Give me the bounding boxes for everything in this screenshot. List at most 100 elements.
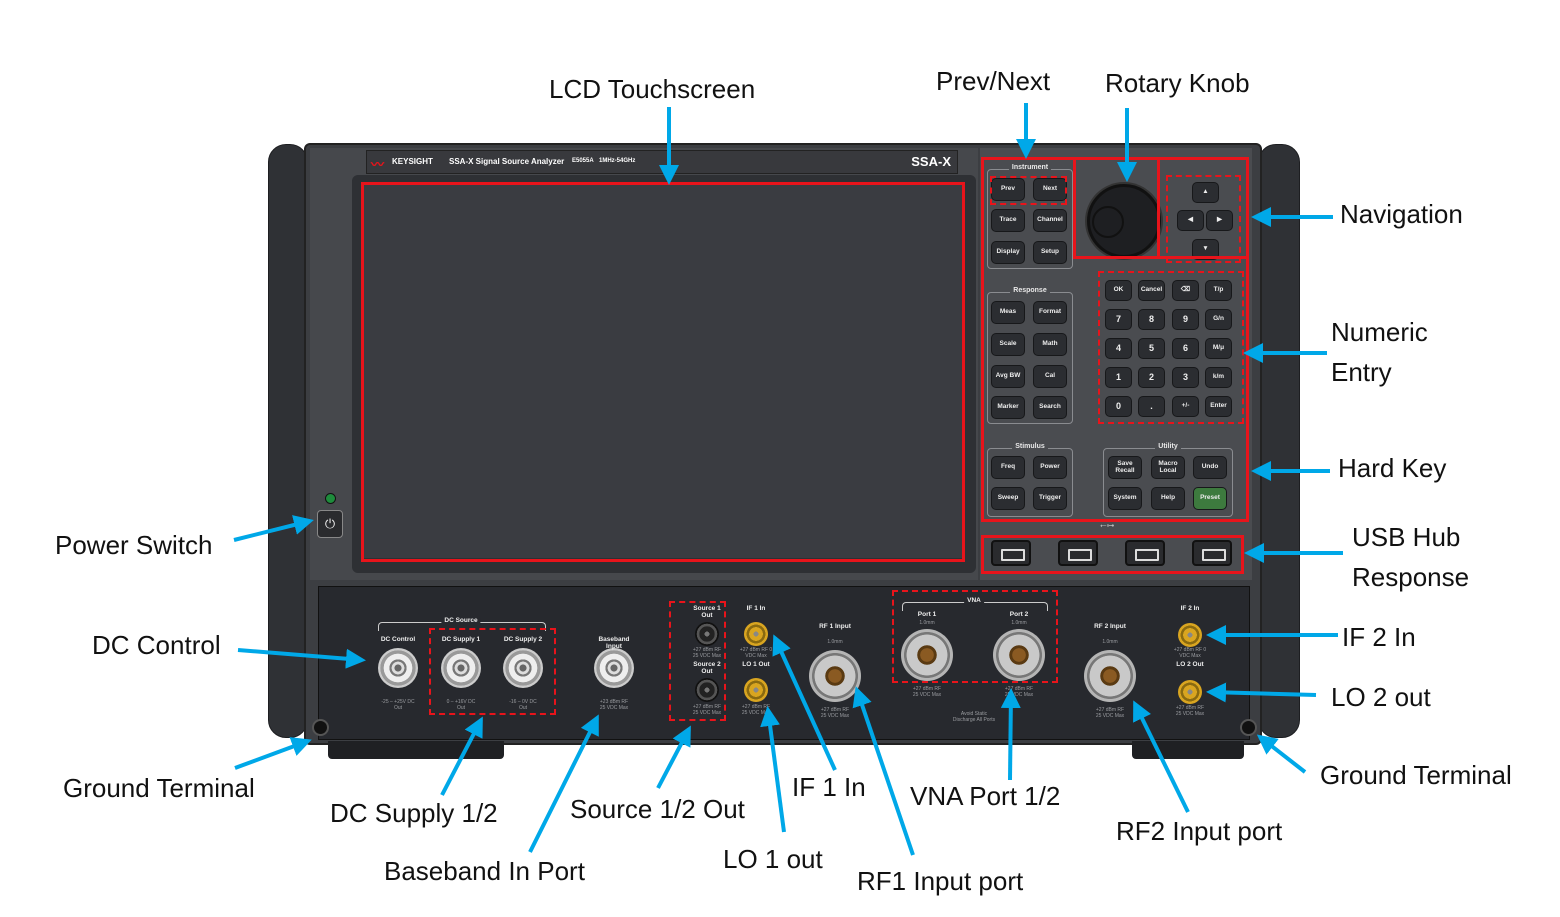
lo2-connector[interactable] [1178, 680, 1202, 704]
numeric-key[interactable]: Enter [1205, 396, 1232, 417]
lo2-label: LO 2 Out [1176, 661, 1204, 668]
arrow-power [233, 515, 314, 542]
arrow-rf1 [852, 686, 915, 856]
instrument-group-title: Instrument [1008, 164, 1052, 171]
freq-key[interactable]: Freq [991, 456, 1025, 479]
numeric-key[interactable]: OK [1105, 280, 1132, 301]
arrow-dc-control [237, 648, 366, 669]
power-led [325, 493, 336, 504]
dc-control-spec: -25 – +25V DC Out [381, 699, 415, 711]
search-key[interactable]: Search [1033, 396, 1067, 419]
rf1-connector[interactable] [809, 650, 861, 702]
source2-connector[interactable] [695, 678, 719, 702]
rf1-connector-type: 1.0mm [827, 639, 843, 645]
numeric-key[interactable]: 0 [1105, 396, 1132, 417]
numeric-key[interactable]: 5 [1138, 338, 1165, 359]
undo-key[interactable]: Undo [1193, 456, 1227, 479]
source1-label: Source 1 Out [693, 605, 721, 619]
ground-terminal-left[interactable] [312, 719, 329, 736]
callout-hard-key: Hard Key [1338, 453, 1447, 483]
vna-highlight [892, 590, 1058, 683]
numeric-key[interactable]: 2 [1138, 367, 1165, 388]
power-key[interactable]: Power [1033, 456, 1067, 479]
callout-rf1: RF1 Input port [857, 866, 1024, 896]
system-key[interactable]: System [1108, 487, 1142, 510]
baseband-connector[interactable] [594, 648, 634, 688]
cal-key[interactable]: Cal [1033, 365, 1067, 388]
trigger-key[interactable]: Trigger [1033, 487, 1067, 510]
numeric-key[interactable]: Cancel [1138, 280, 1165, 301]
numeric-key[interactable]: +/- [1172, 396, 1199, 417]
format-key[interactable]: Format [1033, 301, 1067, 324]
usb-port-3[interactable] [1125, 540, 1165, 566]
callout-numeric-2: Entry [1331, 357, 1392, 387]
dc-supply2-connector[interactable] [503, 648, 543, 688]
port1-spec: +27 dBm RF 25 VDC Max [912, 686, 942, 698]
numeric-key[interactable]: G/n [1205, 309, 1232, 330]
callout-prev-next: Prev/Next [936, 66, 1051, 96]
setup-key[interactable]: Setup [1033, 241, 1067, 264]
callout-baseband: Baseband In Port [384, 856, 585, 886]
knob-dimple [1092, 206, 1124, 238]
numeric-key[interactable]: k/m [1205, 367, 1232, 388]
arrow-vna [1000, 688, 1021, 781]
usb-port-2[interactable] [1058, 540, 1098, 566]
arrow-if1 [772, 634, 837, 771]
arrow-source [656, 725, 691, 789]
source1-connector[interactable] [695, 622, 719, 646]
rf2-connector[interactable] [1084, 650, 1136, 702]
numeric-key[interactable]: . [1138, 396, 1165, 417]
port1-connector[interactable] [901, 629, 953, 681]
meas-key[interactable]: Meas [991, 301, 1025, 324]
arrow-down-key[interactable]: ▼ [1192, 239, 1219, 260]
dc-supply1-connector[interactable] [441, 648, 481, 688]
numeric-key[interactable]: 9 [1172, 309, 1199, 330]
baseband-label: Baseband Input [598, 636, 630, 650]
numeric-key[interactable]: 1 [1105, 367, 1132, 388]
port2-label: Port 2 [1009, 611, 1029, 618]
arrow-rf2 [1133, 700, 1190, 813]
preset-key[interactable]: Preset [1193, 487, 1227, 510]
sweep-key[interactable]: Sweep [991, 487, 1025, 510]
trace-key[interactable]: Trace [991, 209, 1025, 232]
channel-key[interactable]: Channel [1033, 209, 1067, 232]
numeric-key[interactable]: 7 [1105, 309, 1132, 330]
numeric-key[interactable]: ⌫ [1172, 280, 1199, 301]
math-key[interactable]: Math [1033, 333, 1067, 356]
numeric-key[interactable]: 6 [1172, 338, 1199, 359]
if2-connector[interactable] [1178, 623, 1202, 647]
marker-key[interactable]: Marker [991, 396, 1025, 419]
nav-outer-highlight [1157, 157, 1249, 259]
numeric-key[interactable]: M/μ [1205, 338, 1232, 359]
arrow-ground-left [234, 737, 312, 770]
port2-connector[interactable] [993, 629, 1045, 681]
port1-label: Port 1 [917, 611, 937, 618]
if2-spec: +27 dBm RF 0 VDC Max [1173, 647, 1207, 659]
dc-supply2-spec: -16 – 0V DC Out [509, 699, 537, 711]
numeric-key[interactable]: T/p [1205, 280, 1232, 301]
save-recall-key[interactable]: Save Recall [1108, 456, 1142, 479]
numeric-key[interactable]: 4 [1105, 338, 1132, 359]
avg-bw-key[interactable]: Avg BW [991, 365, 1025, 388]
ground-terminal-right[interactable] [1240, 719, 1257, 736]
scale-key[interactable]: Scale [991, 333, 1025, 356]
dc-control-connector[interactable] [378, 648, 418, 688]
arrow-up-key[interactable]: ▲ [1192, 182, 1219, 203]
numeric-key[interactable]: 8 [1138, 309, 1165, 330]
help-key[interactable]: Help [1151, 487, 1185, 510]
usb-port-4[interactable] [1192, 540, 1232, 566]
nav-highlight [1166, 175, 1241, 263]
dc-control-label: DC Control [380, 636, 416, 643]
display-key[interactable]: Display [991, 241, 1025, 264]
arrow-left-key[interactable]: ◀ [1177, 210, 1204, 231]
callout-rf2: RF2 Input port [1116, 816, 1283, 846]
if1-connector[interactable] [744, 622, 768, 646]
arrow-right-key[interactable]: ▶ [1206, 210, 1233, 231]
macro-local-key[interactable]: Macro Local [1151, 456, 1185, 479]
lcd-touchscreen[interactable] [364, 185, 962, 558]
power-switch[interactable]: ⏻ [317, 510, 343, 538]
callout-if1: IF 1 In [792, 772, 866, 802]
lo1-connector[interactable] [744, 678, 768, 702]
usb-port-1[interactable] [991, 540, 1031, 566]
numeric-key[interactable]: 3 [1172, 367, 1199, 388]
